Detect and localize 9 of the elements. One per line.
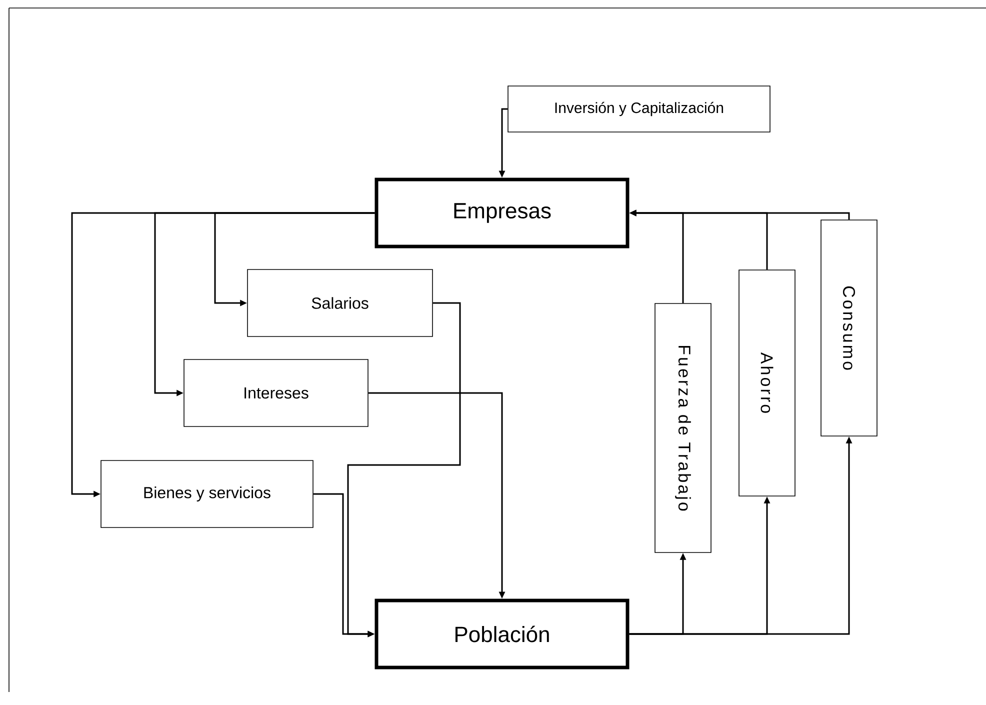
- process-box: Salarios: [247, 269, 433, 337]
- process-box: Bienes y servicios: [100, 460, 314, 528]
- vertical-box: Consumo: [820, 220, 878, 436]
- vertical-box: Fuerza de Trabajo: [654, 303, 712, 553]
- vertical-box: Ahorro: [738, 270, 796, 496]
- process-box: Inversión y Capitalización: [508, 86, 770, 132]
- process-box: Población: [374, 598, 630, 670]
- process-box: Empresas: [374, 178, 630, 248]
- process-box: Intereses: [184, 359, 368, 427]
